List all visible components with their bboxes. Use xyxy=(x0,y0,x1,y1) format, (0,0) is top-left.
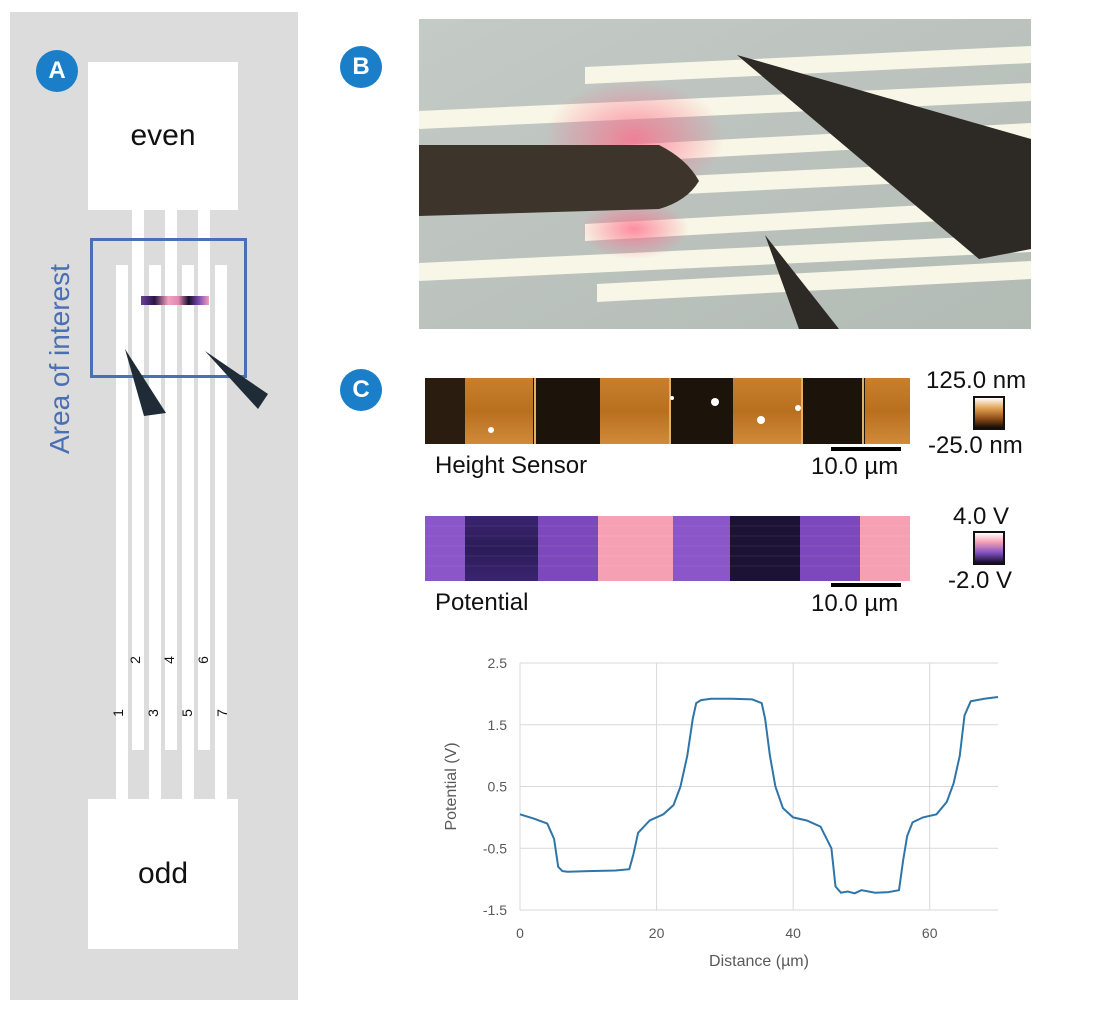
y-tick-label: -0.5 xyxy=(483,840,507,856)
optical-micrograph xyxy=(419,19,1031,329)
chart-ticks: 2.5 1.5 0.5 -0.5 -1.5 0 20 40 60 xyxy=(483,655,938,941)
height-scale-bar xyxy=(831,447,901,451)
y-tick-label: 0.5 xyxy=(488,779,508,795)
potential-colorbar xyxy=(973,531,1005,565)
potential-scale-text: 10.0 µm xyxy=(811,590,899,617)
height-colorbar xyxy=(973,396,1005,430)
x-tick-label: 0 xyxy=(516,925,524,941)
panel-c-badge: C xyxy=(340,369,382,411)
potential-profile-line xyxy=(519,696,999,895)
potential-profile-chart: 2.5 1.5 0.5 -0.5 -1.5 0 20 40 60 Distance (µm) P… xyxy=(443,655,999,970)
height-scale-text: 10.0 µm xyxy=(811,453,899,480)
probe-tip-left xyxy=(125,349,166,416)
height-colorbar-max: 125.0 nm xyxy=(926,367,1027,394)
finger-1 xyxy=(116,265,128,799)
even-pad: even xyxy=(88,62,238,210)
y-tick-label: -1.5 xyxy=(483,902,507,918)
panel-a-badge: A xyxy=(36,50,78,92)
potential-map xyxy=(425,516,910,581)
odd-pad: odd xyxy=(88,799,238,949)
panel-b-badge: B xyxy=(340,46,382,88)
odd-pad-label: odd xyxy=(137,857,189,890)
height-colorbar-min: -25.0 nm xyxy=(928,432,1023,459)
finger-4 xyxy=(165,210,177,750)
x-axis-title: Distance (µm) xyxy=(709,953,809,970)
height-sensor-map xyxy=(425,378,910,444)
even-pad-label: even xyxy=(130,119,196,152)
x-tick-label: 60 xyxy=(922,925,938,941)
y-axis-title: Potential (V) xyxy=(443,742,460,830)
probe-tip-right xyxy=(205,351,268,409)
device-schematic-panel: even odd 1 2 3 4 5 6 7 Area of interest xyxy=(10,12,298,1000)
finger-5 xyxy=(182,265,194,799)
probe-tips xyxy=(125,349,268,416)
y-tick-label: 1.5 xyxy=(488,717,508,733)
height-map-label: Height Sensor xyxy=(435,452,588,479)
potential-colorbar-min: -2.0 V xyxy=(948,567,1013,594)
area-of-interest-box xyxy=(90,238,247,378)
chart-grid xyxy=(519,662,998,911)
finger-6 xyxy=(198,210,210,750)
potential-scale-bar xyxy=(831,583,901,587)
y-tick-label: 2.5 xyxy=(488,655,508,671)
finger-7 xyxy=(215,265,227,799)
x-tick-label: 20 xyxy=(649,925,665,941)
scan-region-strip xyxy=(141,296,209,305)
finger-2 xyxy=(132,210,144,750)
potential-colorbar-max: 4.0 V xyxy=(953,503,1010,530)
potential-map-label: Potential xyxy=(435,589,529,616)
x-tick-label: 40 xyxy=(785,925,801,941)
